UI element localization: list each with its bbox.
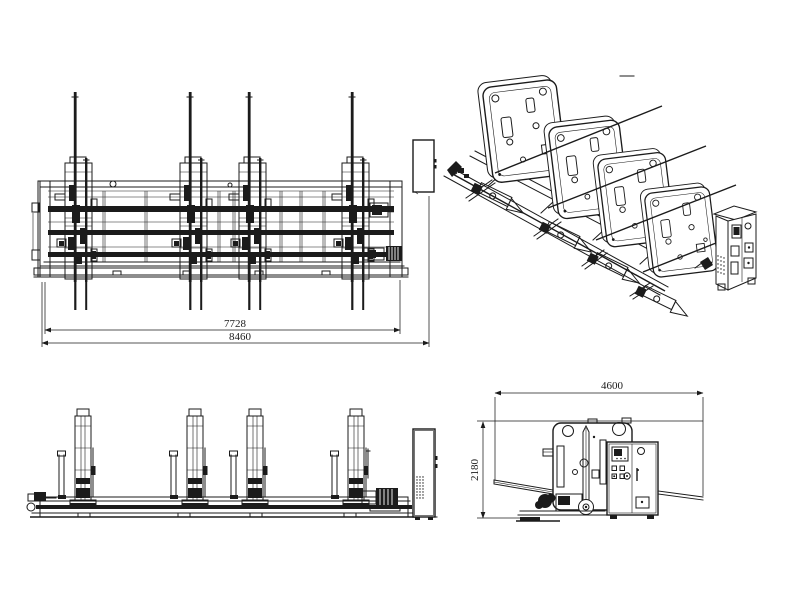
clamp-tower-rear [330,408,370,508]
carriage [633,282,692,321]
dimension-label-side-width: 4600 [601,380,624,392]
sensor-rod [365,448,371,479]
rear-base-frame [30,496,416,518]
rear-side-cabinet [411,428,438,520]
clamp-tower-rear [229,408,269,508]
hmi-display [611,446,629,462]
side-outfeed-ramp [657,490,704,501]
clamp-tower-group-rear [57,408,371,508]
dimension-label-overall-width: 8460 [229,331,252,343]
side-infeed-ramp [493,479,554,495]
isometric-view [443,73,758,321]
side-undercarriage [516,493,609,522]
side-elevation-view: 4600 2180 [469,380,704,522]
dimension-4600: 4600 [477,380,704,496]
rear-elevation-view [26,408,438,520]
dimension-7728: 7728 [44,280,401,334]
dimension-label-inner-width: 7728 [224,318,247,330]
rear-left-pump [26,492,57,512]
cabinet-vent-grille [416,476,424,499]
dimension-label-side-height: 2180 [469,459,481,482]
clamp-tower-rear [57,408,97,508]
iso-control-cabinet [694,205,758,291]
front-side-cabinet [412,139,437,195]
clamp-tower-rear [169,408,209,508]
front-elevation-view: 7728 8460 [31,91,437,347]
iso-cabinet-vent-grille [717,255,725,275]
dimension-8460: 8460 [41,196,430,347]
iso-guide-rods [494,105,737,273]
cabinet-buttons [611,465,638,481]
front-frame [31,180,409,278]
iso-pallet-plates [476,73,720,279]
side-control-cabinet [606,441,659,519]
rear-drive-motor [353,488,401,512]
cabinet-lamp [637,447,645,455]
dimension-2180: 2180 [469,421,528,519]
